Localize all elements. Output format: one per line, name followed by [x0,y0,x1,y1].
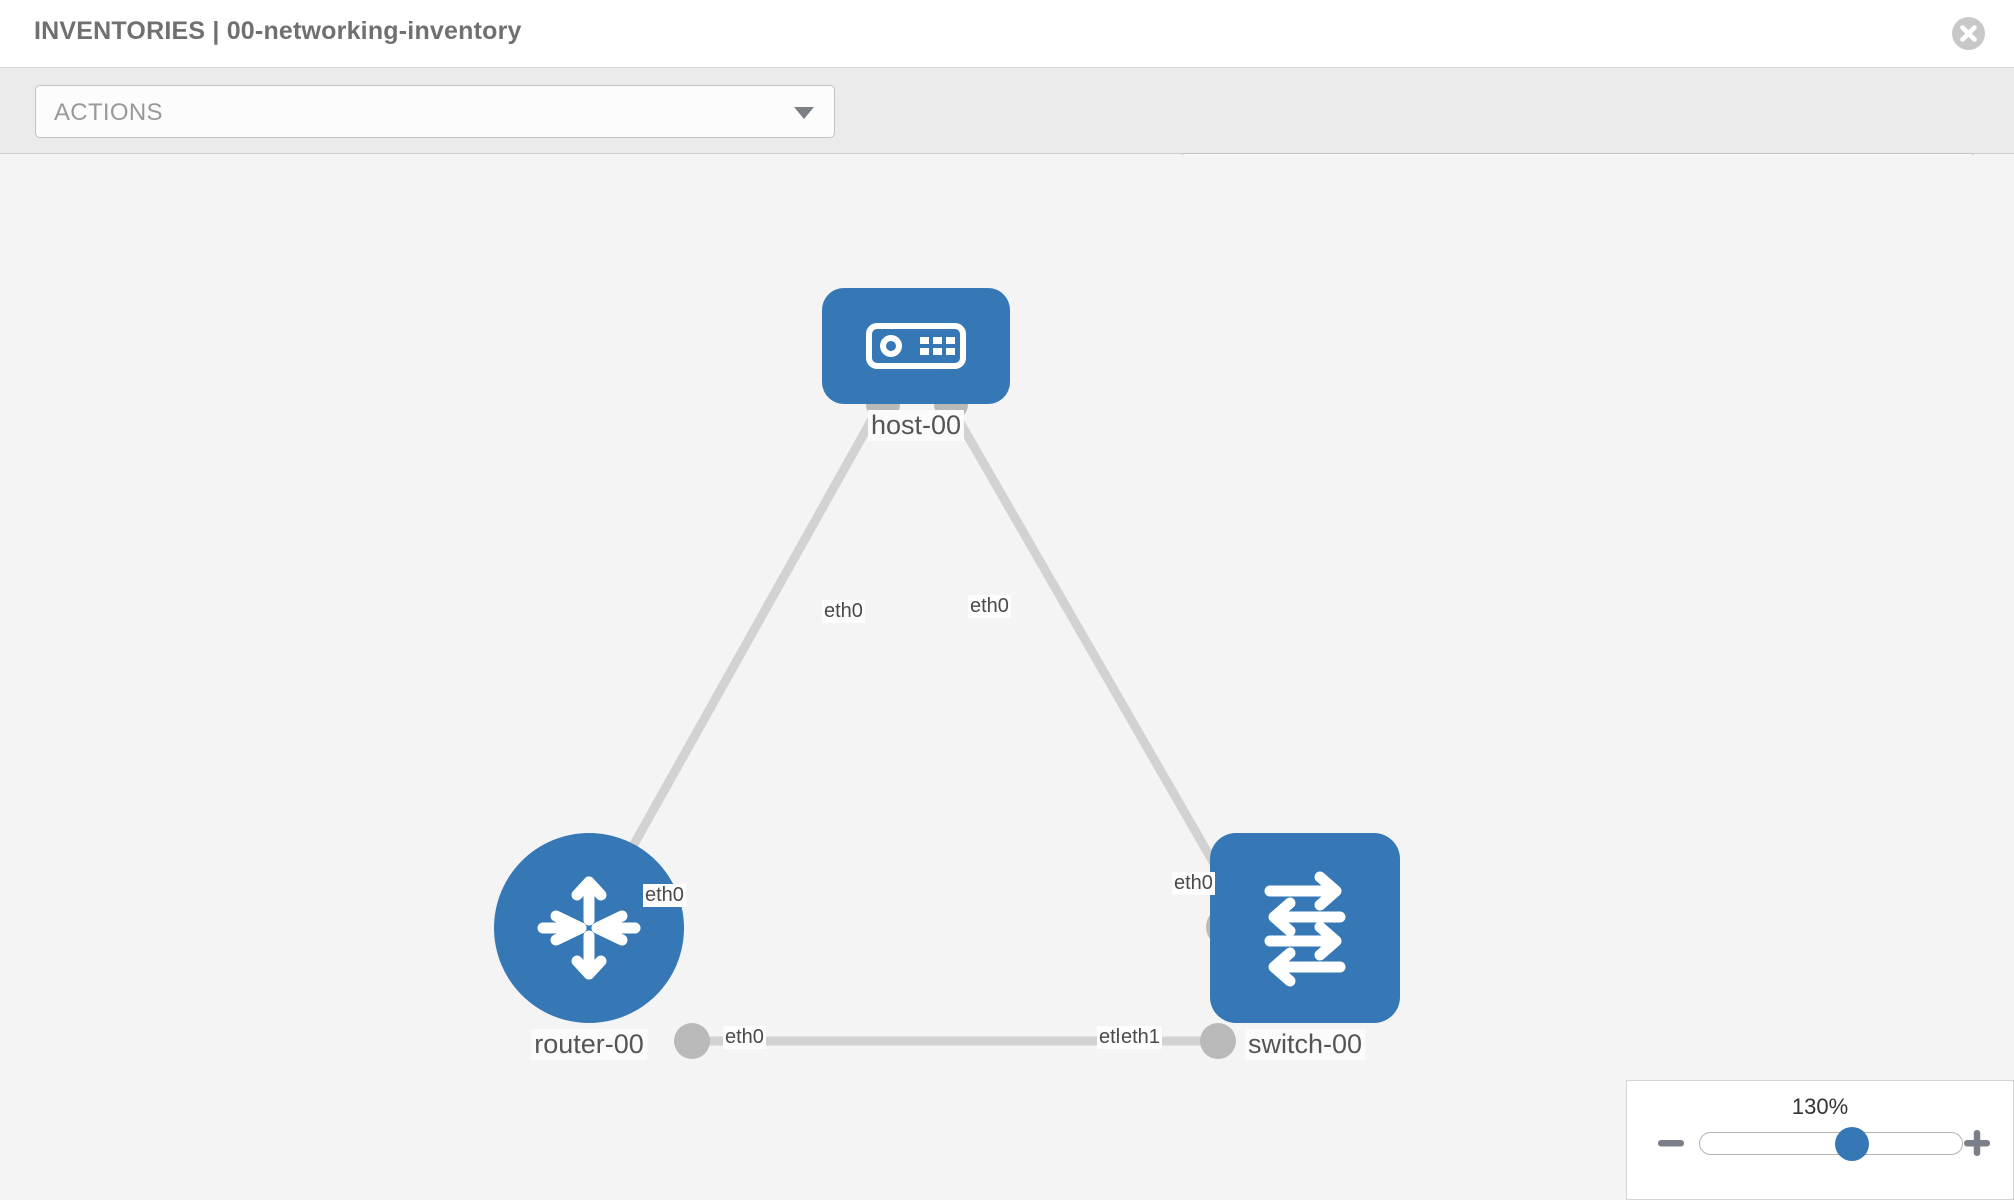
server-icon [866,323,966,369]
interface-label: eth0 [1172,872,1215,895]
zoom-control-panel: 130% [1626,1080,2014,1200]
switch-icon [1264,871,1346,987]
zoom-slider-thumb[interactable] [1835,1127,1869,1161]
topology-canvas[interactable]: host-00 router-00 [0,155,2014,1200]
page-title: INVENTORIES | 00-networking-inventory [34,17,522,45]
close-icon[interactable] [1952,17,1985,50]
zoom-slider[interactable] [1699,1127,1963,1161]
port-nub [1200,1023,1236,1059]
node-label-router-00: router-00 [531,1029,647,1060]
topology-node-router-00[interactable]: router-00 [494,833,684,1060]
toolbar: ACTIONS SEARCH [0,68,2014,206]
topology-node-switch-00[interactable]: switch-00 [1210,833,1400,1060]
chevron-down-icon [794,106,814,119]
router-icon [537,876,641,980]
topology-node-host-00[interactable]: host-00 [822,288,1010,441]
actions-dropdown[interactable]: ACTIONS [35,85,835,138]
interface-label: eth0 [723,1026,766,1049]
interface-label: eth0 [968,595,1011,618]
page-header: INVENTORIES | 00-networking-inventory [0,0,2014,68]
zoom-out-button[interactable] [1655,1127,1687,1159]
router-node-shape[interactable] [494,833,684,1023]
interface-label: eth0 [822,600,865,623]
node-label-host-00: host-00 [867,410,965,441]
node-label-switch-00: switch-00 [1244,1029,1366,1060]
interface-label: eth1 [1119,1026,1162,1049]
port-nub [674,1023,710,1059]
zoom-in-button[interactable] [1961,1127,1993,1159]
zoom-level-label: 130% [1791,1094,1849,1119]
interface-label: eth0 [643,884,686,907]
host-node-shape[interactable] [822,288,1010,404]
switch-node-shape[interactable] [1210,833,1400,1023]
actions-dropdown-label: ACTIONS [54,99,163,126]
